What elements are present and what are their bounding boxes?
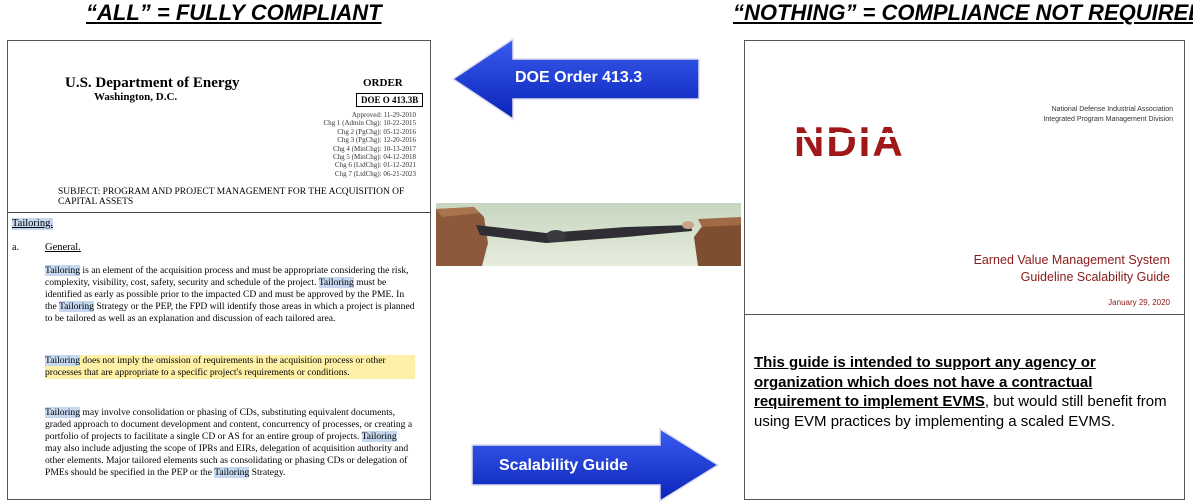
scalability-guide-arrow-label: Scalability Guide [499,457,628,474]
paragraph-text: may also include adjusting the scope of … [45,443,409,478]
highlight-term: Tailoring [45,355,81,366]
change-line: Approved: 11-29-2010 [351,111,416,119]
item-marker: a. [12,242,19,253]
heading-nothing-compliance-not-required: “NOTHING” = COMPLIANCE NOT REQUIRED [733,0,1193,25]
doe-agency: U.S. Department of Energy [65,75,240,91]
change-line: Chg 1 (Admin Chg): 10-22-2015 [323,119,416,128]
doe-order-header: U.S. Department of Energy Washington, D.… [8,41,430,213]
ndia-cover-page: NDIA National Defense Industrial Associa… [745,41,1184,315]
item-title: General. [45,242,81,253]
change-line: Chg 2 (PgChg): 05-12-2016 [337,127,416,136]
heading-all-fully-compliant: “ALL” = FULLY COMPLIANT [86,0,382,25]
left-arrow-icon [451,37,700,121]
leap-between-cliffs-photo [436,203,741,266]
highlight-term: Tailoring [361,431,397,442]
doe-order-number: DOE O 413.3B [356,93,424,107]
ndia-logo-stripe [794,133,934,137]
paragraph-text: Strategy or the PEP, the FPD will identi… [45,301,415,324]
paragraph-3: Tailoring may involve consolidation or p… [45,407,415,479]
change-line: Chg 5 (MinChg): 04-12-2018 [332,153,416,162]
ndia-organization: National Defense Industrial Association … [953,105,1173,125]
doe-order-label: ORDER [363,77,403,89]
paragraph-text: must be identified as early as possible … [45,277,405,312]
doe-order-arrow-label: DOE Order 413.3 [515,69,643,86]
doe-change-history: Approved: 11-29-2010 Chg 1 (Admin Chg): … [323,111,416,178]
section-title: Tailoring. [12,218,53,230]
change-line: Chg 7 (LtdChg): 06-21-2023 [334,169,416,178]
highlight-term: Tailoring [318,277,354,288]
highlight-term: Tailoring [45,265,81,276]
paragraph-text: is an element of the acquisition process… [45,265,409,288]
ndia-org-line: National Defense Industrial Association [1051,106,1173,113]
highlight-term: Tailoring [45,407,81,418]
paragraph-text: Strategy. [249,467,286,478]
ndia-title-line-2: Guideline Scalability Guide [1020,270,1170,284]
ndia-statement-emphasis: This guide is intended to support any ag… [754,354,1096,410]
doe-subject: SUBJECT: PROGRAM AND PROJECT MANAGEMENT … [58,187,405,207]
ndia-org-line: Integrated Program Management Division [1043,116,1173,123]
change-line: Chg 3 (PgChg): 12-20-2016 [337,136,416,145]
highlight-term: Tailoring [214,467,250,478]
highlight-term: Tailoring [58,301,94,312]
ndia-date: January 29, 2020 [1108,298,1170,307]
ndia-logo: NDIA [794,118,905,165]
change-line: Chg 6 (LtdChg): 01-12-2021 [334,161,416,170]
ndia-guide-document: NDIA National Defense Industrial Associa… [744,40,1185,500]
ndia-statement: This guide is intended to support any ag… [754,353,1179,431]
paragraph-text: may involve consolidation or phasing of … [45,407,413,442]
paragraph-1: Tailoring is an element of the acquisiti… [45,265,415,325]
paragraph-text: does not imply the omission of requireme… [45,355,386,378]
doe-location: Washington, D.C. [94,91,178,103]
doe-order-document: U.S. Department of Energy Washington, D.… [7,40,431,500]
paragraph-2: Tailoring does not imply the omission of… [45,355,415,379]
right-arrow-icon [471,427,720,502]
ndia-title-line-1: Earned Value Management System [973,253,1170,267]
ndia-statement-rest: , but would still benefit from using EVM… [754,393,1167,430]
change-line: Chg 4 (MinChg): 10-13-2017 [332,144,416,153]
